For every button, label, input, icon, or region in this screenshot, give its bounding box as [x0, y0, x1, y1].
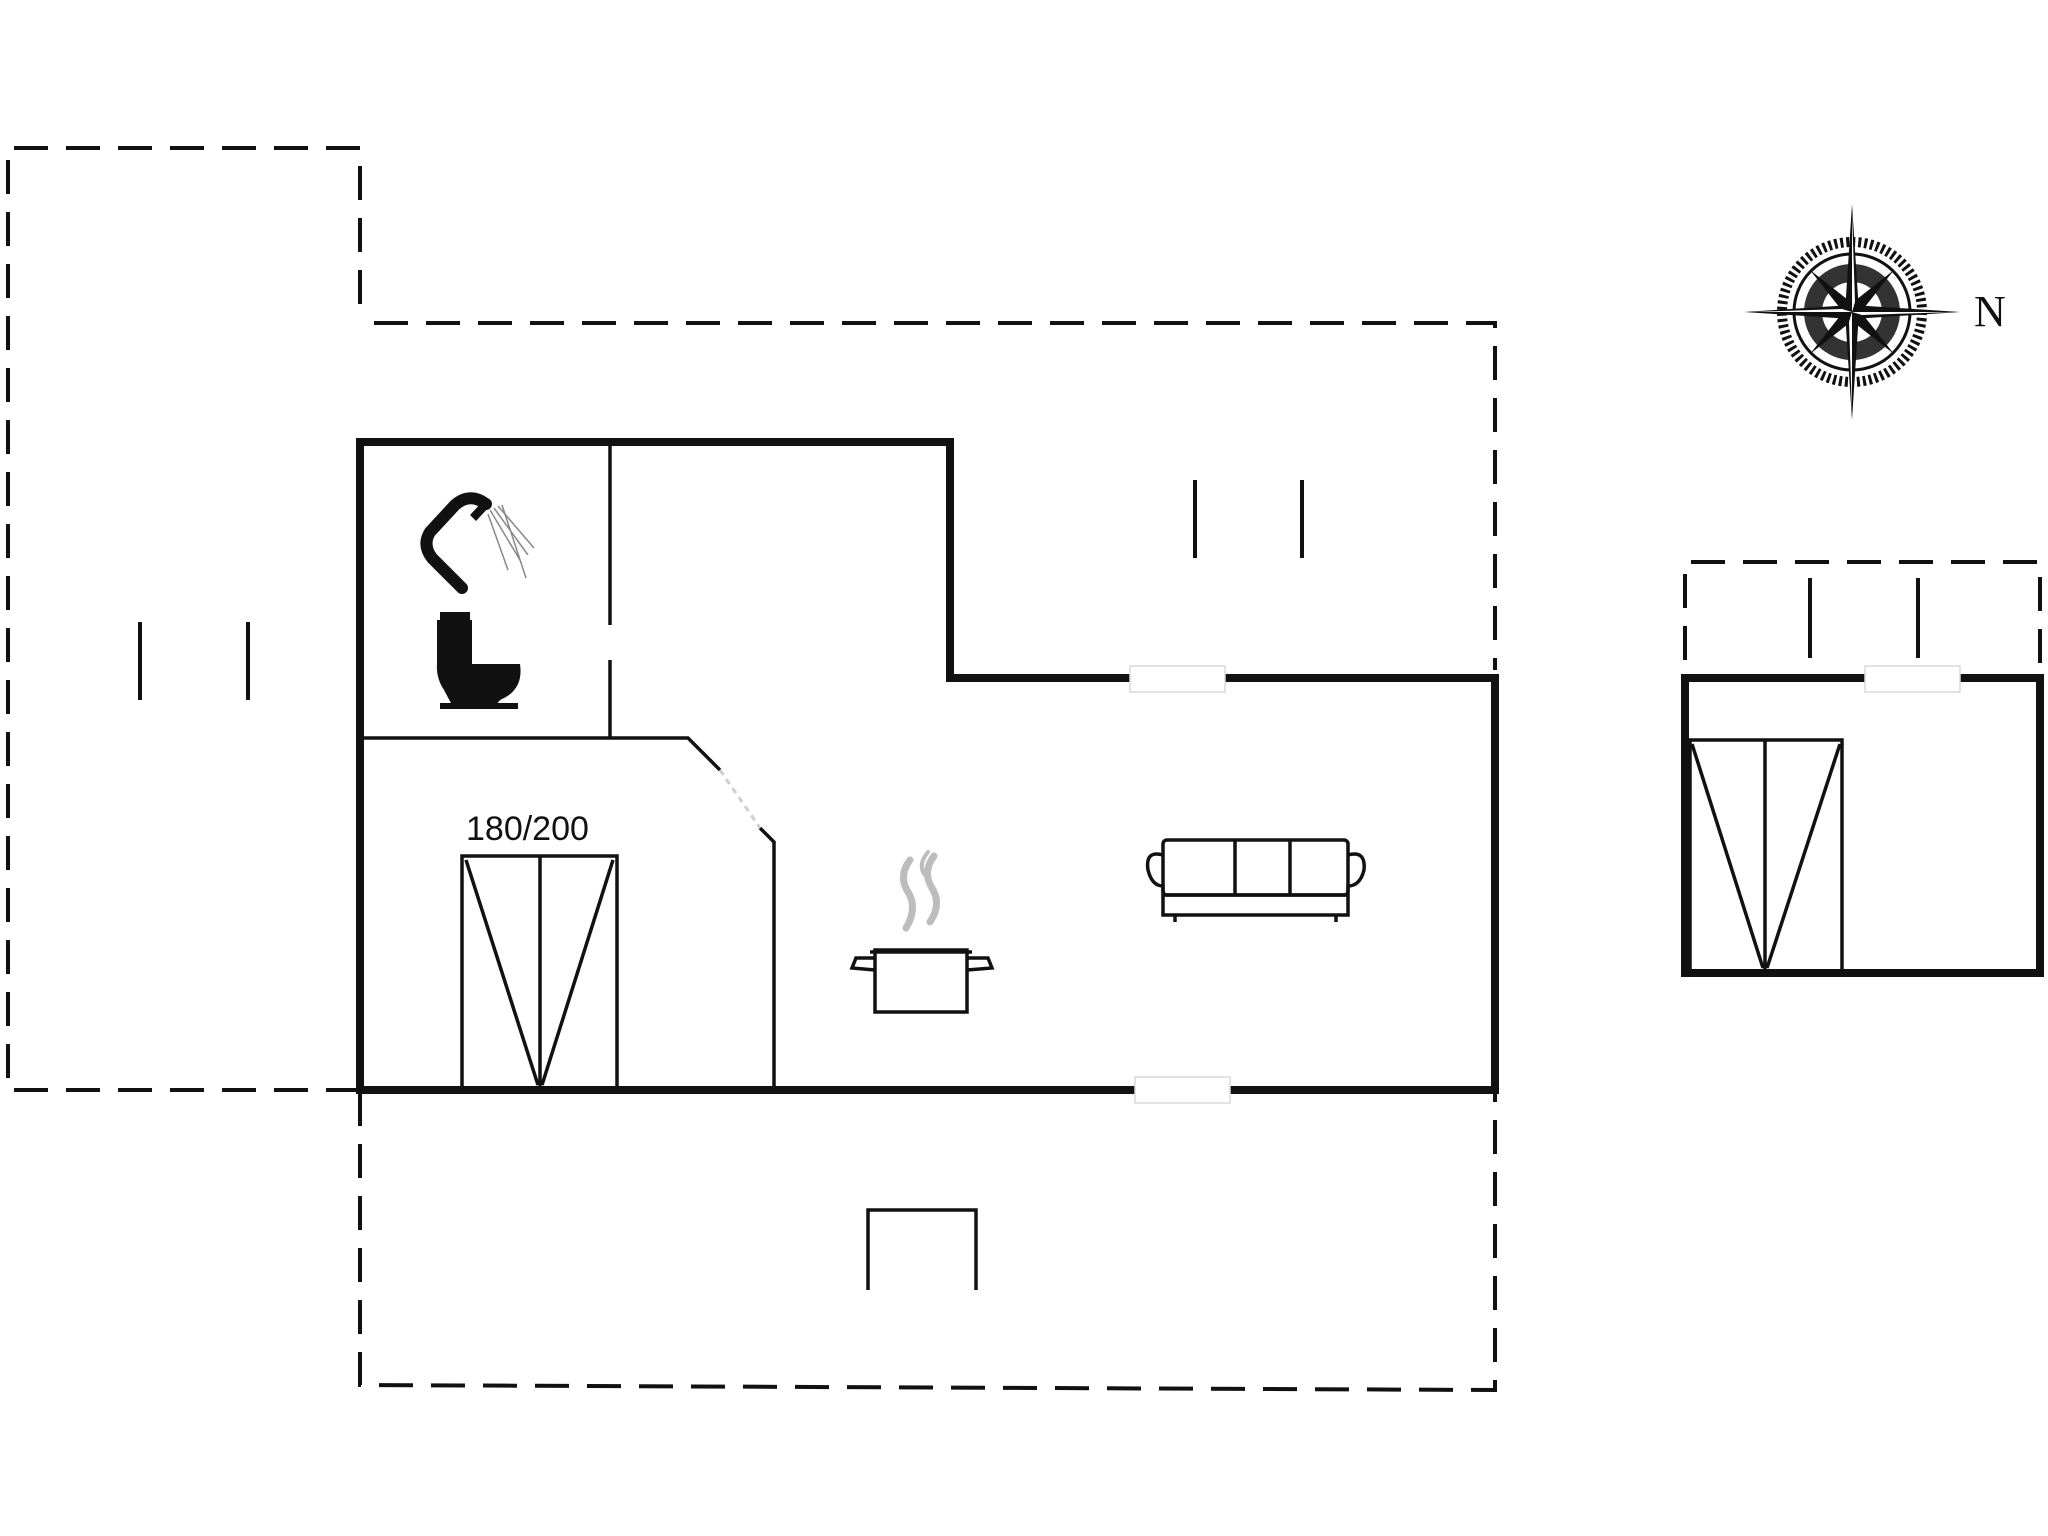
double-bed: [460, 854, 619, 1090]
sofa-icon: [1145, 838, 1366, 922]
compass-rose-icon: [1744, 204, 1960, 420]
terrace-outlines: [6, 146, 2042, 1393]
bedroom-partition: [364, 736, 722, 772]
left-terrace-outline: [6, 146, 362, 1092]
bottom-terrace-outline: [358, 1090, 1497, 1393]
annex-window: [1864, 665, 1961, 693]
steps: [866, 1208, 978, 1290]
bedroom-door-opening: [718, 769, 762, 829]
bed-size-label: 180/200: [466, 810, 589, 848]
annex-walls: [1681, 674, 2044, 977]
annex-bed: [1688, 738, 1844, 973]
annex-overhang-outline: [1683, 560, 2042, 670]
bedroom-partition-lower: [758, 826, 776, 1088]
top-overhang-outline: [374, 321, 1497, 670]
shower-icon: [420, 492, 535, 594]
cooking-pot-icon: [849, 850, 995, 1014]
window-south: [1134, 1076, 1231, 1104]
toilet-icon: [436, 612, 521, 709]
window-north: [1129, 665, 1226, 693]
annex: [1681, 665, 2044, 977]
north-label: N: [1974, 287, 2006, 336]
terrace-posts: [138, 480, 1920, 1290]
main-house-walls: [356, 438, 1499, 1094]
main-house: 180/200: [356, 438, 1499, 1104]
